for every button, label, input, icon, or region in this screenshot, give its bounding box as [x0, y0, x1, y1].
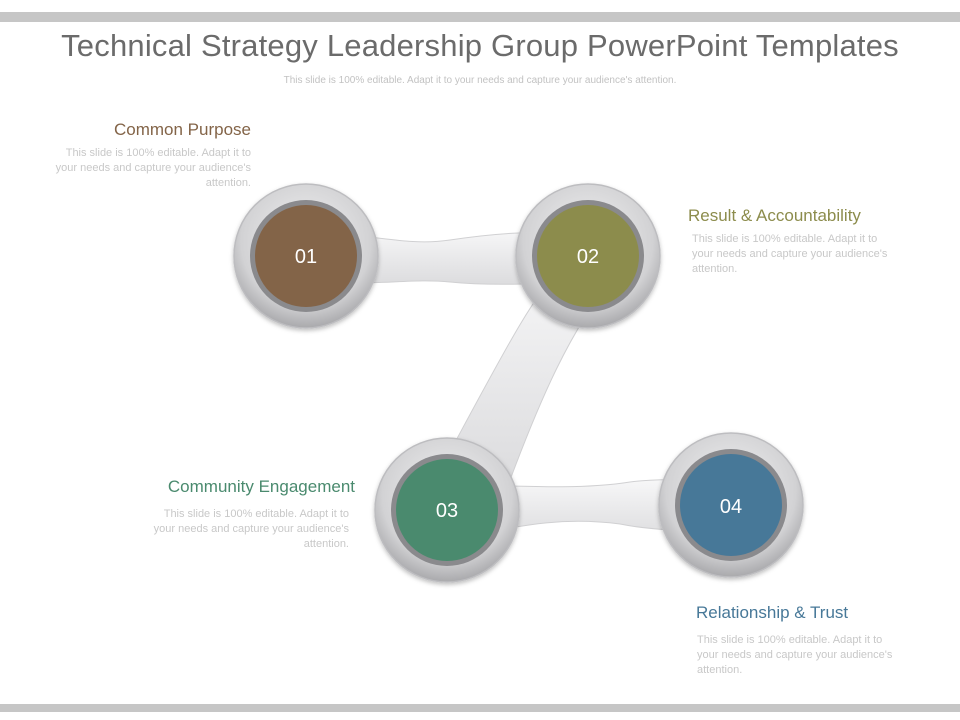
step-number-02: 02: [577, 246, 599, 268]
step-description-02: This slide is 100% editable. Adapt it to…: [692, 233, 888, 275]
slide-title: Technical Strategy Leadership Group Powe…: [61, 28, 899, 63]
step-node-04-core: [680, 454, 782, 556]
step-label-01: Common Purpose: [113, 120, 251, 139]
step-node-04: 04: [658, 432, 804, 578]
step-node-02-core: [537, 205, 639, 307]
step-node-01: 01: [233, 183, 379, 329]
step-description-03: This slide is 100% editable. Adapt it to…: [153, 508, 349, 550]
step-node-02: 02: [515, 183, 661, 329]
step-label-04: Relationship & Trust: [696, 603, 849, 622]
step-node-01-core: [255, 205, 357, 307]
step-number-03: 03: [436, 500, 458, 522]
step-node-03-core: [396, 459, 498, 561]
step-number-04: 04: [720, 496, 742, 518]
slide-subtitle: This slide is 100% editable. Adapt it to…: [283, 75, 677, 86]
bottom-border-bar: [0, 704, 960, 712]
step-label-03: Community Engagement: [167, 477, 355, 496]
step-node-03: 03: [374, 437, 520, 583]
step-label-02: Result & Accountability: [688, 206, 861, 225]
step-number-01: 01: [295, 246, 317, 268]
step-description-04: This slide is 100% editable. Adapt it to…: [697, 634, 893, 676]
top-border-bar: [0, 12, 960, 22]
step-description-01: This slide is 100% editable. Adapt it to…: [55, 147, 251, 189]
